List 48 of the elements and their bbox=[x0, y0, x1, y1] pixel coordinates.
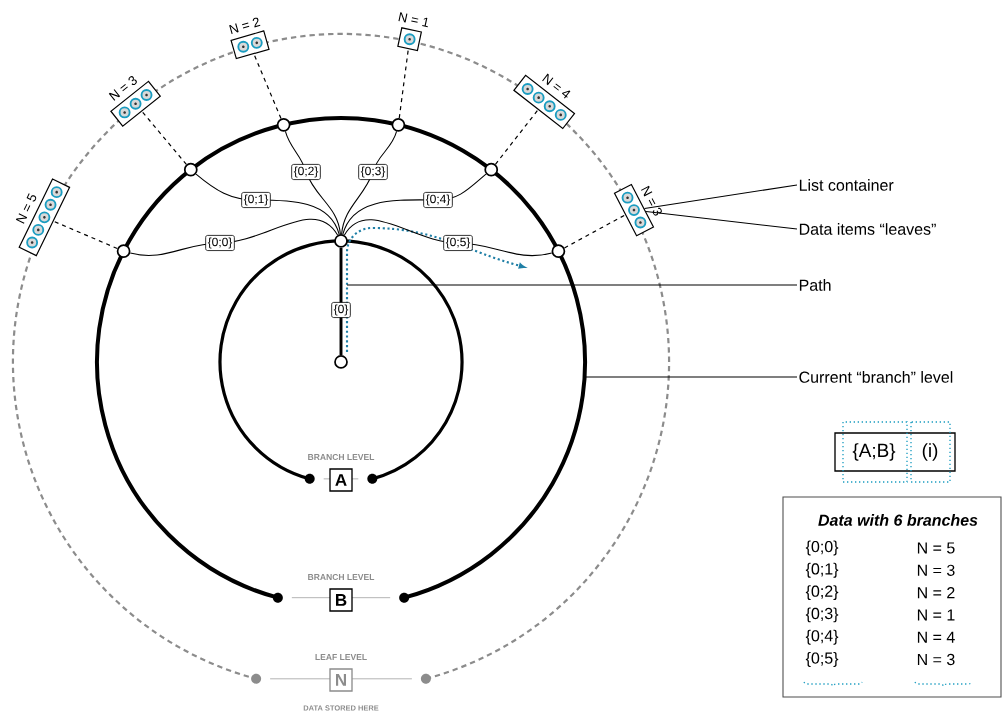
edge-label: {0;3} bbox=[358, 164, 388, 180]
dashed-line bbox=[563, 214, 626, 249]
count-label: N = 4 bbox=[542, 73, 571, 99]
edge-label: {0;5} bbox=[443, 235, 473, 251]
level-box: B bbox=[329, 588, 353, 612]
leader-line bbox=[644, 184, 798, 210]
table-cell: N = 3 bbox=[917, 564, 955, 576]
count-label: N = 5 bbox=[15, 193, 37, 224]
table-cell: N = 3 bbox=[917, 653, 955, 666]
table-cell: {0;5} bbox=[805, 652, 839, 667]
dashed-line bbox=[141, 110, 187, 166]
level-box: N bbox=[329, 668, 353, 692]
edge-label: {0;0} bbox=[205, 235, 235, 251]
count-label: N = 2 bbox=[229, 17, 261, 34]
table-cell: {0;0} bbox=[805, 540, 839, 556]
dashed-line bbox=[494, 109, 539, 165]
dashed-line bbox=[253, 53, 282, 120]
count-label: N = 3 bbox=[640, 185, 662, 216]
level-box: A bbox=[329, 468, 353, 492]
level-heading: BRANCH LEVEL bbox=[308, 573, 375, 580]
edge-label: {0;4} bbox=[423, 192, 453, 208]
leader-line bbox=[645, 211, 798, 230]
table-cell: {0;2} bbox=[805, 585, 839, 601]
path-line bbox=[339, 247, 343, 356]
count-label: N = 3 bbox=[108, 76, 137, 101]
count-label: N = 1 bbox=[398, 12, 428, 28]
dashed-line bbox=[398, 48, 409, 119]
edge-label: {0} bbox=[331, 302, 351, 318]
callout-label: Path bbox=[799, 279, 831, 291]
table-cell: N = 1 bbox=[917, 609, 955, 621]
table-cell: N = 4 bbox=[917, 631, 955, 643]
table-cell: {0;4} bbox=[805, 629, 839, 645]
level-heading: BRANCH LEVEL bbox=[308, 453, 375, 460]
table-cell: N = 5 bbox=[917, 542, 955, 554]
branch-line bbox=[284, 130, 341, 235]
edge-label: {0;1} bbox=[241, 192, 271, 208]
edge-label: {0;2} bbox=[291, 164, 321, 180]
dashed-line bbox=[53, 220, 118, 250]
table-cell: {0;1} bbox=[805, 562, 839, 578]
leader-line bbox=[584, 376, 798, 378]
callout-label: List container bbox=[799, 179, 894, 191]
level-heading: LEAF LEVEL bbox=[315, 654, 367, 660]
table-cell: {0;3} bbox=[805, 607, 839, 623]
table-title: Data with 6 branches bbox=[818, 514, 978, 526]
leader-line bbox=[346, 284, 798, 286]
table-cell: N = 2 bbox=[917, 587, 955, 599]
callout-label: Current “branch” level bbox=[799, 371, 953, 383]
callout-label: Data items “leaves” bbox=[799, 223, 936, 235]
